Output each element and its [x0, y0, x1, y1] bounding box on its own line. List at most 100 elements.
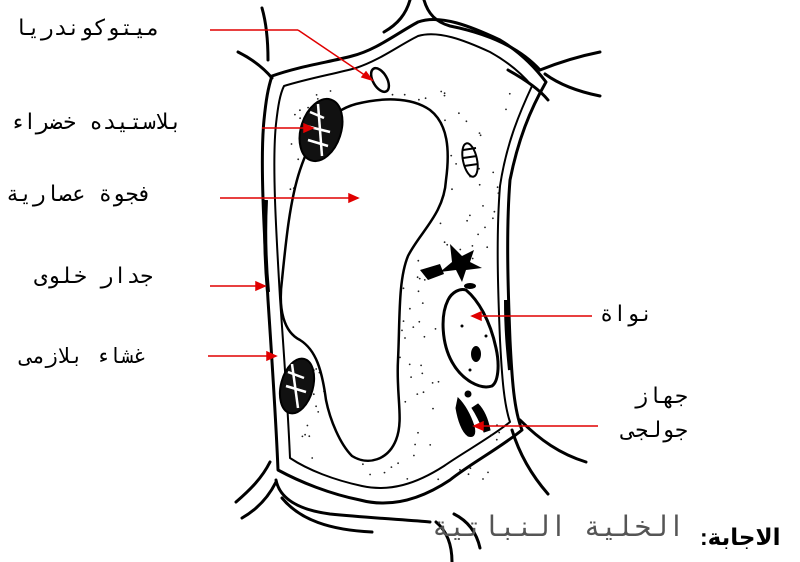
stipple-dot [403, 320, 405, 322]
stipple-dot [455, 163, 457, 165]
stipple-dot [418, 290, 420, 292]
stipple-dot [440, 91, 442, 93]
label-cell-wall: جدار خلوى [34, 266, 153, 288]
chloroplast-bottom [274, 355, 319, 417]
stipple-dot [429, 444, 431, 446]
stipple-dot [438, 381, 440, 383]
label-chloroplast: بلاستيده خضراء [10, 112, 182, 134]
stipple-dot [486, 246, 488, 248]
label-nucleus: نواة [600, 304, 653, 326]
stipple-dot [417, 276, 419, 278]
stipple-dot [304, 434, 306, 436]
stipple-dot [362, 463, 364, 465]
stipple-dot [401, 330, 403, 332]
stipple-dot [432, 382, 434, 384]
stipple-dot [403, 287, 405, 289]
stipple-dot [416, 393, 418, 395]
stipple-dot [404, 401, 406, 403]
stipple-dot [484, 227, 486, 229]
answer-label: الاجابة: [700, 524, 780, 551]
stipple-dot [307, 107, 309, 109]
stipple-dot [317, 411, 319, 413]
label-golgi: جهاز جولجى [598, 380, 688, 448]
stipple-dot [417, 260, 419, 262]
stipple-dot [291, 143, 293, 145]
stipple-dot [487, 472, 489, 474]
stipple-dot [391, 466, 393, 468]
cytoplasm-granules [420, 244, 482, 289]
label-golgi-line2: جولجى [598, 414, 688, 448]
stipple-dot [444, 95, 446, 97]
stipple-dot [432, 408, 434, 410]
stipple-dot [308, 435, 310, 437]
stipple-dot [469, 215, 471, 217]
stipple-dot [418, 99, 420, 101]
stipple-dot [470, 467, 472, 469]
stipple-dot [316, 94, 318, 96]
stipple-dot [299, 117, 301, 119]
stipple-dot [505, 109, 507, 111]
stipple-dot [437, 478, 439, 480]
stipple-dot [498, 432, 500, 434]
stipple-dot [509, 93, 511, 95]
stipple-dot [369, 474, 371, 476]
stipple-dot [384, 472, 386, 474]
stipple-dot [315, 368, 317, 370]
stipple-dot [413, 455, 415, 457]
stipple-dot [302, 436, 304, 438]
stipple-dot [424, 336, 426, 338]
stipple-dot [492, 172, 494, 174]
stipple-dot [435, 328, 437, 330]
stipple-dot [498, 192, 500, 194]
stipple-dot [482, 205, 484, 207]
stipple-dot [311, 457, 313, 459]
stipple-dot [496, 439, 498, 441]
stipple-dot [397, 462, 399, 464]
stipple-dot [480, 134, 482, 136]
stipple-dot [494, 211, 496, 213]
stipple-dot [313, 393, 315, 395]
stipple-dot [477, 234, 479, 236]
stipple-dot [294, 114, 296, 116]
stipple-dot [472, 258, 474, 260]
stipple-dot [446, 244, 448, 246]
nucleus [443, 289, 498, 386]
stipple-dot [466, 120, 468, 122]
stipple-dot [307, 425, 309, 427]
diagram-title: الخلية النباتية [432, 510, 685, 543]
stipple-dot [317, 98, 319, 100]
stipple-dot [422, 302, 424, 304]
stipple-dot [444, 241, 446, 243]
stipple-dot [423, 391, 425, 393]
golgi-apparatus [456, 391, 490, 437]
stipple-dot [299, 109, 301, 111]
stipple-dot [444, 92, 446, 94]
stipple-dot [315, 405, 317, 407]
stipple-dot [479, 132, 481, 134]
stipple-dot [421, 373, 423, 375]
label-mitochondria: ميتوكوندريا [14, 18, 160, 40]
stipple-dot [297, 158, 299, 160]
stipple-dot [414, 444, 416, 446]
label-golgi-line1: جهاز [598, 380, 688, 414]
stipple-dot [444, 119, 446, 121]
stipple-dot [418, 321, 420, 323]
stipple-dot [392, 94, 394, 96]
stipple-dot [468, 473, 470, 475]
stipple-dot [466, 220, 468, 222]
stipple-dot [290, 188, 292, 190]
stipple-dot [472, 245, 474, 247]
stipple-dot [406, 478, 408, 480]
stipple-dot [420, 365, 422, 367]
stipple-dot [412, 326, 414, 328]
stipple-dot [417, 432, 419, 434]
stipple-dot [482, 478, 484, 480]
stipple-dot [410, 376, 412, 378]
stipple-dot [409, 364, 411, 366]
label-plasma-membrane: غشاء بلازمى [20, 346, 146, 367]
stipple-dot [459, 469, 461, 471]
stipple-dot [497, 186, 499, 188]
stipple-dot [419, 278, 421, 280]
stipple-dot [404, 337, 406, 339]
stipple-dot [479, 184, 481, 186]
